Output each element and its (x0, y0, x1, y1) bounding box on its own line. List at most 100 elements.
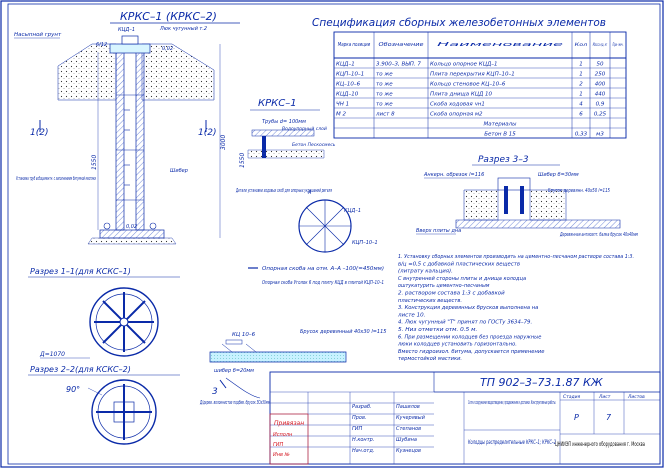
spec-cell: 1 (579, 62, 583, 68)
general-notes: 1. Установку сборных элементов производи… (397, 254, 634, 362)
svg-text:Разрез 1–1(для КСКС–1): Разрез 1–1(для КСКС–1) (30, 267, 131, 276)
material-header: Материалы (484, 122, 518, 128)
svg-text:Стадия: Стадия (563, 394, 581, 400)
tb-role: Нач.отд. (352, 448, 374, 454)
svg-text:КЦП–10–1: КЦП–10–1 (352, 240, 378, 246)
shaft-wall-right (135, 51, 145, 231)
material-cell: 0,33 (575, 132, 588, 138)
tb-left-role: Исполн (273, 432, 293, 438)
spec-cell: то же (376, 82, 393, 88)
ladder-rungs (124, 109, 130, 186)
tb-role: Разраб. (352, 404, 372, 410)
spec-cell: то же (376, 102, 393, 108)
spec-header-0: Марка позиции (338, 42, 371, 48)
cross-2-2 (96, 384, 152, 440)
tb-name: Степанов (396, 426, 421, 432)
note-line: 2. раствором состава 1:3 с добавкой (398, 291, 506, 297)
slab-detail (209, 351, 347, 363)
spec-cell: то же (376, 92, 393, 98)
tb-name: Шубина (396, 437, 417, 443)
drawing-code: ТП 902–3–73.1.87 КЖ (480, 376, 604, 389)
svg-text:Насыпной грунт: Насыпной грунт (14, 32, 62, 38)
note-line: листе 10. (397, 312, 426, 318)
svg-text:Анкерн. обрезок l=116: Анкерн. обрезок l=116 (423, 172, 484, 178)
spec-cell: 3.900–3, ВЫП. 7 (376, 62, 421, 68)
svg-text:Привязан: Привязан (274, 420, 304, 427)
svg-text:Люк чугунный т.2: Люк чугунный т.2 (159, 26, 207, 32)
note-line: 3. Конструкция деревянных брусков выполн… (398, 305, 538, 311)
svg-text:А: А (307, 190, 312, 196)
svg-text:3000: 3000 (220, 135, 227, 150)
svg-text:Брусок деревянный 40х30 l=115: Брусок деревянный 40х30 l=115 (300, 329, 386, 335)
tb-role: Н.контр. (352, 437, 374, 443)
note-line: пластических веществ. (398, 298, 462, 304)
svg-text:Детали установки ходовых скоб: Детали установки ходовых скоб для опорны… (235, 188, 332, 194)
spec-cell: 0,25 (594, 112, 607, 118)
svg-text:Вверх плиты дна: Вверх плиты дна (416, 228, 461, 234)
spec-cell: лист 8 (375, 112, 395, 118)
svg-text:Опорная скоба Уголок 6 под пли: Опорная скоба Уголок 6 под плиту КЦД в п… (262, 280, 384, 286)
svg-text:1(2): 1(2) (198, 128, 216, 138)
spec-cell: 440 (595, 92, 606, 98)
spec-cell: КЦП–10–1 (336, 72, 364, 78)
spec-cell: 250 (595, 72, 606, 78)
svg-text:1550: 1550 (239, 153, 246, 168)
note-line: 4. Люк чугунный "Т" принят по ГОСТу 3634… (398, 320, 532, 326)
spec-cell: Скоба ходовая чн1 (430, 102, 485, 108)
title-block: ТП 902–3–73.1.87 КЖ Сети и сооружения во… (269, 371, 661, 465)
svg-text:Деревянная антисепт. балка бру: Деревянная антисепт. балка брусок 40х40м… (559, 232, 638, 238)
spec-header-5: При- меч. (613, 42, 624, 47)
ring-2-2 (91, 379, 157, 445)
spec-cell: 4 (579, 102, 583, 108)
spec-cell: Скоба опорная м2 (430, 112, 483, 118)
ring-1-1 (89, 287, 159, 357)
spec-header-4: Масса ед. кг (593, 42, 608, 47)
svg-text:0,02: 0,02 (126, 224, 137, 230)
svg-text:Разрез 2–2(для КСКС–2): Разрез 2–2(для КСКС–2) (30, 365, 131, 374)
svg-text:Сети и сооружения водоотведени: Сети и сооружения водоотведения, продвиж… (468, 400, 556, 406)
svg-text:Д/дерев. волокнистое подбив. б: Д/дерев. волокнистое подбив. брусок ЗОх3… (199, 400, 270, 406)
tb-name: Пашилов (396, 404, 420, 410)
spec-cell: КЦД–1 (336, 62, 355, 68)
shaft-wall-left (115, 51, 125, 231)
svg-text:3: 3 (212, 387, 218, 397)
spec-cell: 0,9 (596, 102, 605, 108)
material-cell: м3 (596, 132, 604, 138)
base-slab (99, 229, 165, 239)
svg-text:Лист: Лист (598, 394, 611, 400)
spec-header-3: Кол (575, 42, 588, 47)
spec-cell: М 2 (336, 112, 346, 118)
spec-cell: 50 (597, 62, 604, 68)
svg-text:Опорная скоба на отм. А–А –100: Опорная скоба на отм. А–А –100(=450мм) (262, 266, 384, 272)
note-line: 6. При размещении колодцев без проезда н… (398, 334, 541, 340)
note-line: 1. Установку сборных элементов производи… (398, 254, 634, 260)
title-krks: КРКС–1 (КРКС–2) (120, 10, 217, 23)
tb-role: Пров. (352, 415, 367, 421)
spec-frame (333, 31, 627, 139)
svg-text:7: 7 (606, 413, 612, 422)
spec-cell: Кольцо стеновое КЦ–10–6 (430, 82, 506, 88)
note-line: (литрату кальция). (398, 269, 453, 275)
spec-cell: 400 (595, 82, 606, 88)
svg-text:6/12: 6/12 (96, 42, 107, 48)
spec-title: Спецификация сборных железобетонных элем… (312, 17, 606, 29)
spec-cell: 1 (579, 92, 583, 98)
svg-text:Листов: Листов (627, 394, 645, 400)
svg-text:1(2): 1(2) (30, 128, 48, 138)
spec-cell: Кольцо опорное КЦД–1 (430, 62, 498, 68)
org-name: ЦНИИЭП инженерного оборудования г. Москв… (555, 441, 645, 448)
spec-cell: ЧН 1 (336, 102, 349, 108)
svg-text:КЦ 10–6: КЦ 10–6 (232, 332, 256, 338)
svg-text:1550: 1550 (91, 155, 98, 170)
note-line: 5. Низ отметки отм. 0.5 м. (398, 327, 477, 333)
note-line: термостойкой мастики. (398, 356, 462, 362)
hatch-cover (121, 35, 139, 45)
svg-text:Установка труб асбоцементн. с: Установка труб асбоцементн. с заполнение… (16, 176, 96, 182)
tb-left-role: ГИП (273, 442, 284, 448)
svg-text:КРКС–1: КРКС–1 (258, 98, 297, 109)
spec-header-1: Обозначение (379, 42, 425, 48)
note-line: в/ц =0,5 с добавкой пластических веществ (398, 261, 520, 267)
